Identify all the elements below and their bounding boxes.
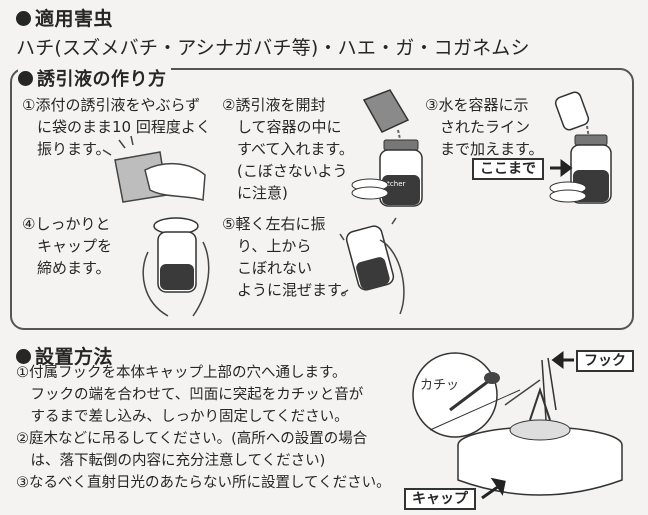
bullet-icon	[16, 349, 31, 364]
howto-heading-text: 誘引液の作り方	[37, 69, 167, 90]
pests-list: ハチ(スズメバチ・アシナガバチ等)・ハエ・ガ・コガネムシ	[16, 37, 530, 59]
cap-tag: キャップ	[404, 488, 476, 510]
pests-heading: 適用害虫	[16, 4, 113, 31]
shake-bag-illustration	[102, 135, 206, 203]
step-4: ④しっかりと キャップを 締めます。	[22, 215, 113, 277]
mix-illustration	[339, 217, 405, 315]
step-3: ③水を容器に示 されたライン まで加えます。	[425, 96, 544, 158]
pour-illustration	[362, 89, 423, 207]
step-1: ①添付の誘引液をやぶらず に袋のまま10 回程度よく 振ります。	[22, 96, 211, 158]
step-2: ②誘引液を開封 して容器の中に すべて入れます。 (こぼさないよう に注意)	[222, 96, 354, 202]
howto-box	[10, 68, 634, 330]
install-instructions: ①付属フックを本体キャップ上部の穴へ通します。 フックの端を合わせて、凹面に突起…	[16, 365, 391, 491]
hook-tag: フック	[576, 350, 634, 372]
bullet-icon	[18, 71, 33, 86]
step-5: ⑤軽く左右に振 り、上から こぼれない ように混ぜます。	[222, 215, 356, 299]
cap-illustration	[351, 178, 389, 200]
here-line-tag: ここまで	[472, 158, 544, 180]
pests-heading-text: 適用害虫	[35, 8, 114, 30]
arrow-right-icon	[550, 159, 573, 177]
bullet-icon	[16, 11, 31, 26]
howto-heading: 誘引液の作り方	[18, 65, 171, 91]
cap-illustration	[549, 181, 587, 203]
jar-label: Catcher	[378, 180, 406, 188]
arrow-up-right-icon	[481, 477, 506, 500]
arrow-left-icon	[551, 351, 574, 369]
install-heading-text: 設置方法	[35, 346, 114, 368]
click-label: カチッ	[420, 378, 460, 393]
install-heading: 設置方法	[16, 342, 113, 369]
close-cap-illustration	[142, 217, 210, 317]
